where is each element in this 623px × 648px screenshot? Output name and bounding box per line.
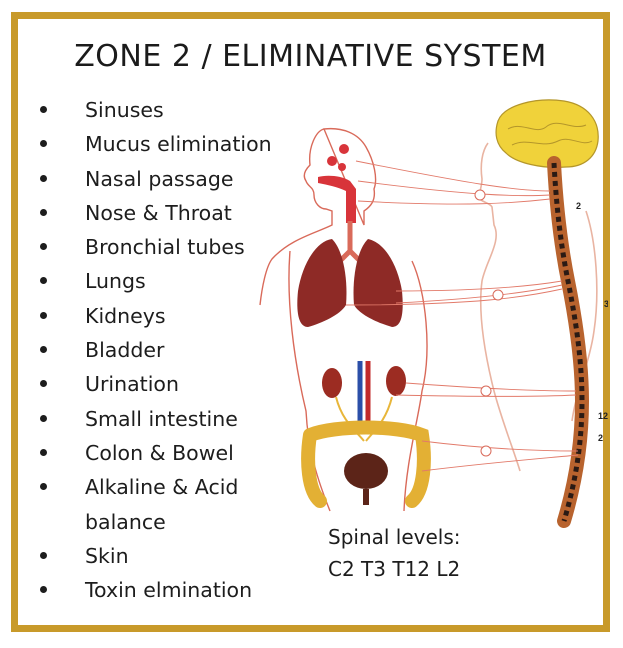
list-item: Nose & Throat: [40, 196, 272, 230]
list-item: Bronchial tubes: [40, 230, 272, 264]
page-title: ZONE 2 / ELIMINATIVE SYSTEM: [74, 39, 547, 74]
list-item: Urination: [40, 367, 272, 401]
bullet-icon: [40, 311, 47, 319]
list-item: Skin: [40, 539, 272, 573]
colon-icon: [301, 420, 431, 508]
list-item-continuation: balance: [85, 509, 166, 534]
spinal-levels-label: Spinal levels:: [328, 525, 461, 549]
list-item: Kidneys: [40, 299, 272, 333]
ganglion-icon: [492, 289, 504, 301]
list-item: Alkaline & Acid: [40, 470, 272, 504]
left-kidney-icon: [322, 368, 342, 398]
bullet-icon: [40, 243, 47, 251]
bullet-icon: [40, 586, 47, 594]
bullet-icon: [40, 208, 47, 216]
bullet-icon: [40, 448, 47, 456]
spinal-levels: Spinal levels: C2 T3 T12 L2: [328, 521, 461, 585]
bullet-icon: [40, 106, 47, 113]
ganglion-icon: [474, 189, 486, 201]
list-item: Small intestine: [40, 402, 272, 436]
anatomy-illustration: 2 3 12 2: [259, 99, 608, 528]
spinal-levels-values: C2 T3 T12 L2: [328, 557, 461, 581]
zone-card: ZONE 2 / ELIMINATIVE SYSTEM Sinuses Mucu…: [11, 12, 610, 632]
bullet-icon: [40, 551, 47, 559]
bullet-icon: [40, 483, 47, 491]
list-item: Nasal passage: [40, 162, 272, 196]
brain-icon: [495, 99, 599, 168]
front-torso-outline: [288, 250, 428, 512]
front-body-outline: [259, 127, 377, 306]
bullet-icon: [40, 140, 47, 148]
list-item: Mucus elimination: [40, 127, 272, 161]
spine-label-c2: 2: [576, 201, 581, 211]
bullet-icon: [40, 277, 47, 285]
spine-label-t3: 3: [604, 299, 608, 309]
right-kidney-icon: [386, 366, 406, 396]
bullet-icon: [40, 346, 47, 354]
nerve-lines: [345, 160, 579, 472]
ganglion-icon: [480, 445, 492, 457]
list-item: Sinuses: [40, 93, 272, 127]
list-item: Colon & Bowel: [40, 436, 272, 470]
spine-label-t12: 12: [598, 411, 608, 421]
ganglion-icon: [480, 385, 492, 397]
sinus-icon: [318, 144, 356, 223]
list-item: Toxin elmination: [40, 573, 272, 607]
list-item: Bladder: [40, 333, 272, 367]
spine-label-l2: 2: [598, 433, 603, 443]
bullet-icon: [40, 174, 47, 182]
right-lung-icon: [353, 239, 403, 327]
bullet-icon: [40, 414, 47, 422]
bullet-icon: [40, 380, 47, 388]
left-lung-icon: [297, 239, 347, 327]
bladder-icon: [344, 453, 388, 489]
organ-list: Sinuses Mucus elimination Nasal passage …: [40, 93, 272, 607]
list-item: Lungs: [40, 264, 272, 298]
